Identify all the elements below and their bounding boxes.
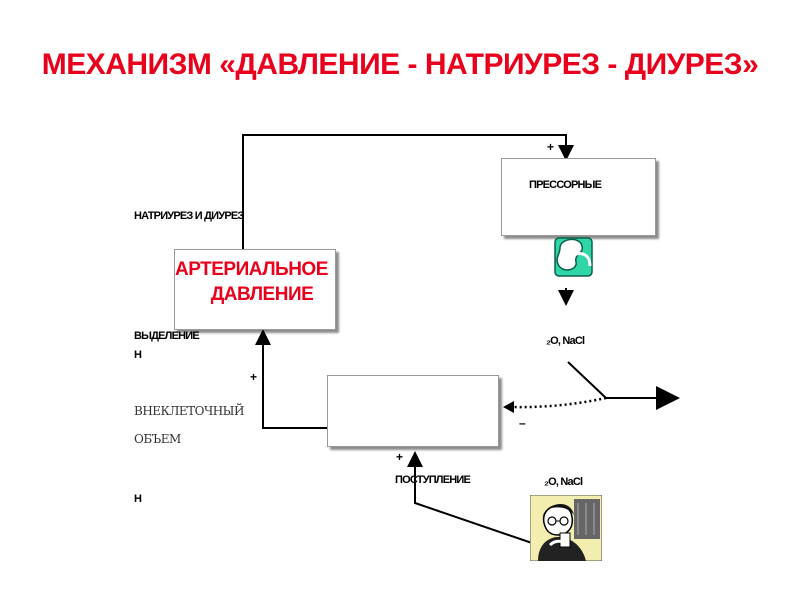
plus-sign-left: + xyxy=(250,370,258,384)
water-salt-output-label: ₂O, NaCl xyxy=(546,335,585,347)
extracellular-volume-box xyxy=(327,375,499,447)
output-arrowhead xyxy=(656,386,680,410)
pressor-box: ПРЕССОРНЫЕ xyxy=(501,158,656,236)
arterial-pressure-box: АРТЕРИАЛЬНОЕ ДАВЛЕНИЕ xyxy=(174,249,336,330)
person-drinking-icon xyxy=(529,494,603,562)
vydelenie-h-label: Н xyxy=(134,349,142,361)
intake-h-label: Н xyxy=(134,493,142,505)
natriurez-label: НАТРИУРЕЗ И ДИУРЕЗ xyxy=(134,210,244,222)
arterial-pressure-label-line2: ДАВЛЕНИЕ xyxy=(210,284,314,305)
kidney-icon xyxy=(546,232,596,280)
minus-sign-right: – xyxy=(519,416,526,430)
switch-lever xyxy=(567,361,607,399)
volume-label: ОБЪЕМ xyxy=(134,432,181,446)
extracellular-label: ВНЕКЛЕТОЧНЫЙ xyxy=(134,404,244,418)
page-title: МЕХАНИЗМ «ДАВЛЕНИЕ - НАТРИУРЕЗ - ДИУРЕЗ» xyxy=(41,48,759,81)
vydelenie-label: ВЫДЕЛЕНИЕ xyxy=(134,330,200,342)
top-feedback-line xyxy=(242,134,574,250)
plus-sign-bottom: + xyxy=(396,450,404,464)
plus-sign-top: + xyxy=(547,140,555,154)
intake-line xyxy=(407,451,533,544)
pressor-label: ПРЕССОРНЫЕ xyxy=(529,179,602,191)
dotted-return-line xyxy=(511,396,607,409)
dotted-return-arrowhead xyxy=(503,401,514,413)
volume-to-pressure-line xyxy=(255,329,327,429)
water-salt-intake-label: ₂O, NaCl xyxy=(544,476,583,488)
postuplenie-label: ПОСТУПЛЕНИЕ xyxy=(395,474,471,486)
arterial-pressure-label-line1: АРТЕРИАЛЬНОЕ xyxy=(175,259,328,280)
